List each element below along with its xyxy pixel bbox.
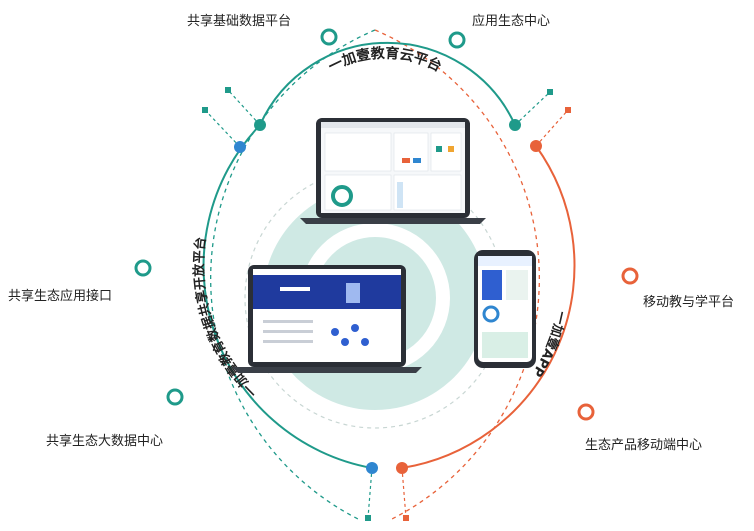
node-dot [254, 119, 266, 131]
node-dot [396, 462, 408, 474]
node-square [365, 515, 371, 521]
connector-line [514, 91, 551, 126]
laptop-website [232, 265, 422, 373]
label-shared-app-interface: 共享生态应用接口 [8, 289, 113, 304]
node-square [547, 89, 553, 95]
outer-ring-right [374, 29, 540, 521]
node-dot [509, 119, 521, 131]
node-square [565, 107, 571, 113]
outer-node [166, 388, 184, 406]
middle-ring-right [401, 145, 576, 469]
outer-ring-left [210, 29, 376, 521]
phone-app [474, 250, 536, 368]
label-mobile-teaching-platform: 移动教与学平台 [643, 295, 735, 310]
node-dot [366, 462, 378, 474]
node-dot [234, 141, 246, 153]
label-shared-data-platform: 共享基础数据平台 [187, 14, 292, 29]
connector-line [227, 89, 261, 126]
outer-node [577, 403, 595, 421]
connector-line [535, 109, 569, 147]
laptop-dashboard [300, 118, 486, 224]
middle-ring-left [202, 124, 373, 469]
node-dot [530, 140, 542, 152]
connector-line [401, 467, 407, 519]
connector-line [367, 467, 373, 519]
node-square [202, 107, 208, 113]
outer-node [320, 28, 338, 46]
label-shared-bigdata-center: 共享生态大数据中心 [46, 434, 164, 449]
middle-ring-top [259, 41, 516, 126]
outer-node [134, 259, 152, 277]
node-square [403, 515, 409, 521]
outer-node [448, 31, 466, 49]
label-mobile-product-center: 生态产品移动端中心 [585, 438, 703, 453]
outer-node [621, 267, 639, 285]
label-app-ecosystem-center: 应用生态中心 [472, 14, 551, 29]
connector-line [204, 109, 241, 148]
node-square [225, 87, 231, 93]
